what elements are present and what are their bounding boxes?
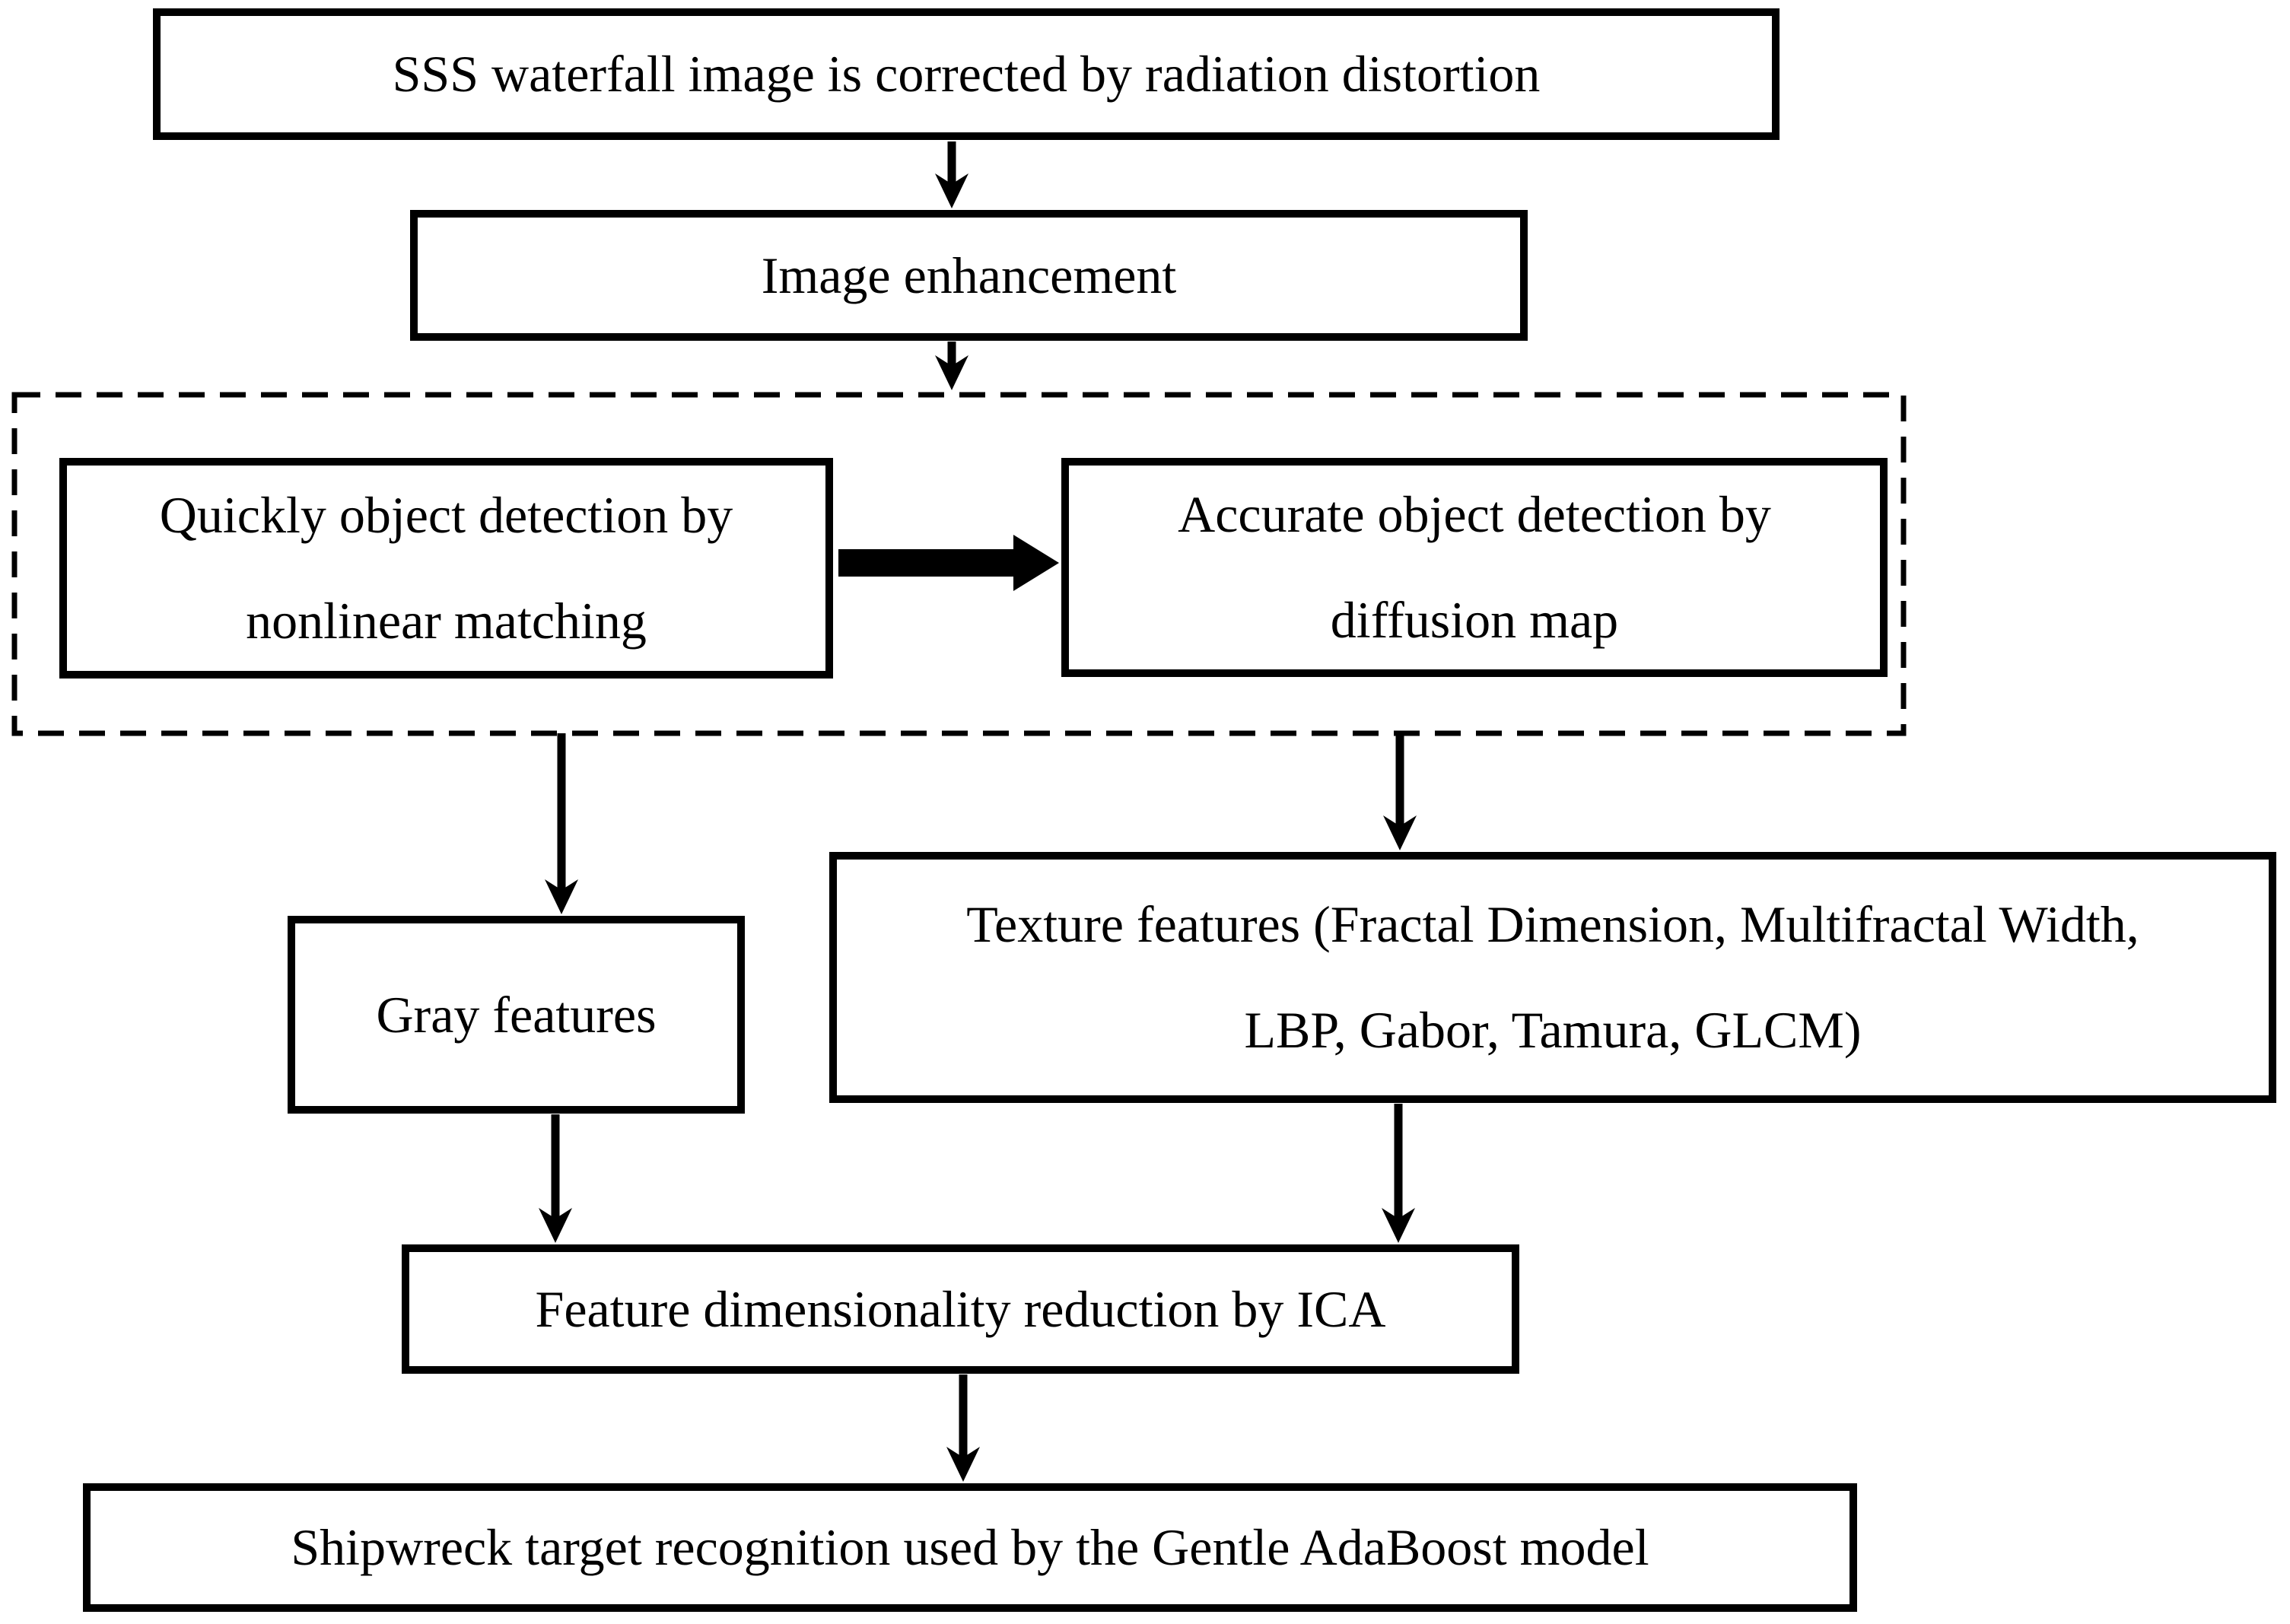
node-texture-features-label-line-2: LBP, Gabor, Tamura, GLCM) [1244, 1001, 1862, 1059]
node-gray-features-label: Gray features [376, 985, 657, 1044]
arrow-ica-to-shipwreck [946, 1375, 980, 1482]
node-shipwreck-recognition-label: Shipwreck target recognition used by the… [291, 1518, 1649, 1576]
node-quick-detection-label-line-1: Quickly object detection by [159, 486, 733, 544]
node-quick-detection-label-line-2: nonlinear matching [246, 592, 647, 650]
arrow-texture-to-ica [1382, 1104, 1415, 1243]
node-radiation-correction-label: SSS waterfall image is corrected by radi… [392, 45, 1541, 103]
arrow-gray-to-ica [539, 1114, 572, 1243]
node-accurate-detection-label-line-1: Accurate object detection by [1178, 485, 1771, 543]
node-texture-features-label-line-1: Texture features (Fractal Dimension, Mul… [966, 895, 2139, 953]
node-texture-features: Texture features (Fractal Dimension, Mul… [829, 852, 2276, 1103]
node-ica-reduction: Feature dimensionality reduction by ICA [402, 1244, 1519, 1374]
node-radiation-correction: SSS waterfall image is corrected by radi… [153, 8, 1780, 140]
node-gray-features: Gray features [288, 916, 745, 1114]
node-ica-reduction-label: Feature dimensionality reduction by ICA [535, 1279, 1386, 1338]
node-image-enhancement: Image enhancement [410, 210, 1528, 341]
arrow-group-to-texture-features [1383, 733, 1417, 850]
node-image-enhancement-label: Image enhancement [761, 246, 1177, 304]
node-shipwreck-recognition: Shipwreck target recognition used by the… [83, 1483, 1857, 1612]
node-accurate-detection: Accurate object detection by diffusion m… [1061, 458, 1888, 677]
arrow-group-to-gray-features [545, 733, 578, 914]
arrow-radiation-to-enhancement [935, 141, 968, 208]
block-arrow-quick-to-accurate [838, 535, 1059, 591]
node-quick-detection: Quickly object detection by nonlinear ma… [59, 458, 833, 679]
node-accurate-detection-label-line-2: diffusion map [1330, 591, 1619, 649]
detection-group-dashed-border [11, 392, 1907, 736]
arrow-enhancement-to-detection-group [935, 342, 968, 390]
